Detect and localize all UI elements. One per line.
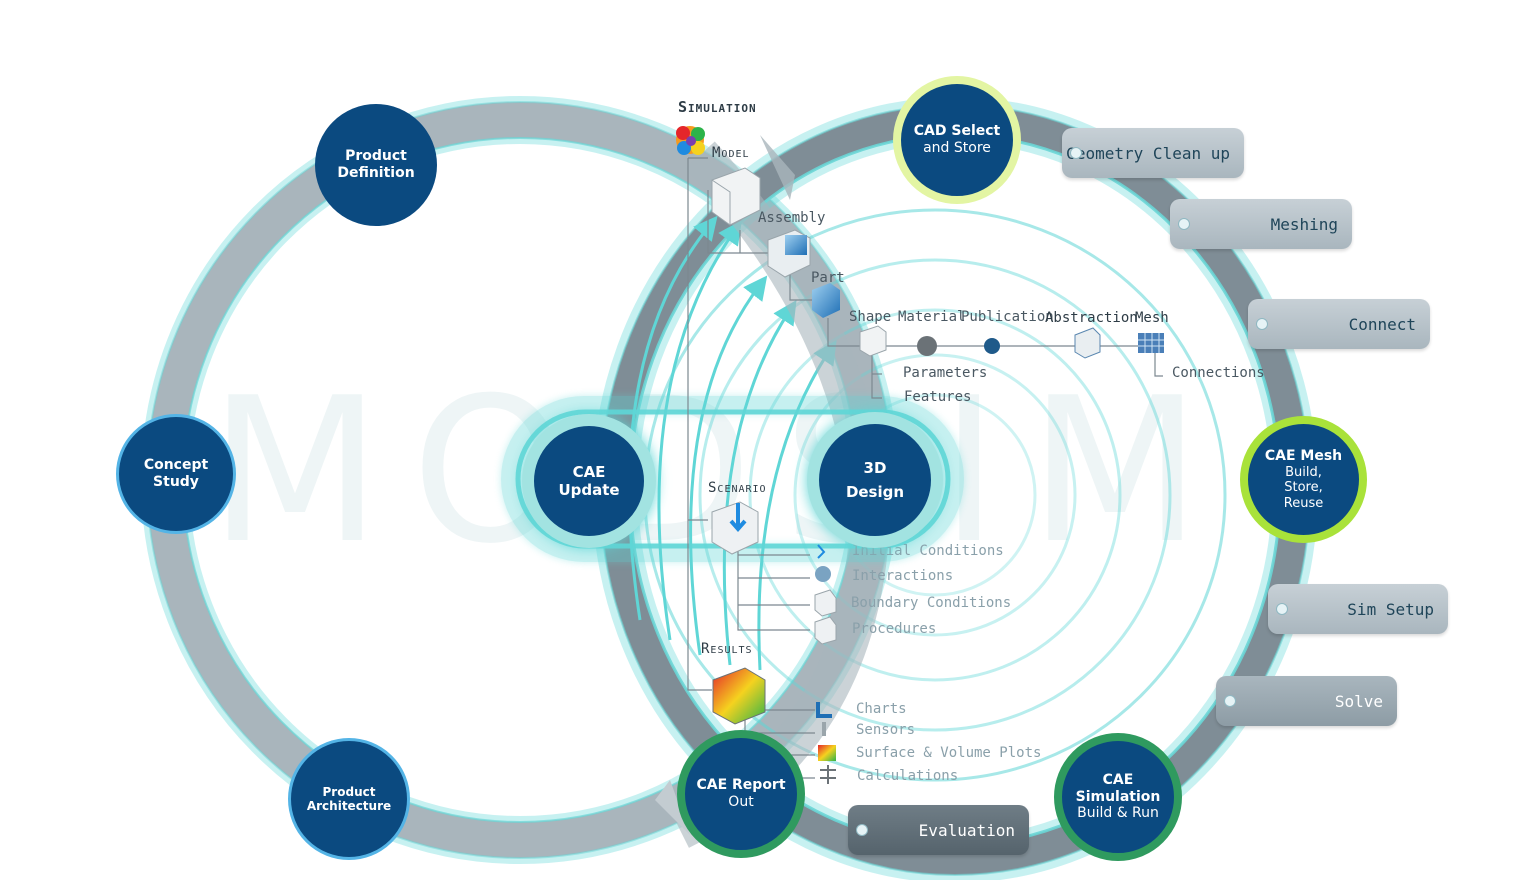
part-label: Part <box>811 270 845 286</box>
results-sub-icons <box>816 702 836 784</box>
connections-label: Connections <box>1172 365 1265 381</box>
assembly-cube-icon <box>767 229 811 278</box>
tab-dot <box>1070 147 1082 159</box>
tab-dot <box>1178 218 1190 230</box>
material-label: Material <box>898 309 966 325</box>
model-cube-icon <box>711 167 761 226</box>
features-label: Features <box>904 389 972 405</box>
mesh-label: Mesh <box>1135 310 1169 326</box>
calculations-label: Calculations <box>857 768 959 784</box>
simulation-heading: Simulation <box>678 98 757 116</box>
tab-dot <box>1224 695 1236 707</box>
abstraction-icon <box>1074 327 1101 359</box>
boundary-conditions-label: Boundary Conditions <box>851 595 1012 611</box>
tab-dot <box>856 824 868 836</box>
sensors-label: Sensors <box>856 722 916 738</box>
tab-meshing[interactable]: Meshing <box>1170 199 1352 249</box>
publication-label: Publication <box>961 309 1054 325</box>
interactions-label: Interactions <box>852 568 954 584</box>
part-icon <box>812 283 840 318</box>
charts-label: Charts <box>856 701 907 717</box>
abstraction-label: Abstraction <box>1045 310 1138 326</box>
tab-solve[interactable]: Solve <box>1216 676 1397 726</box>
tab-dot <box>1276 603 1288 615</box>
parameters-label: Parameters <box>903 365 988 381</box>
scenario-heading: Scenario <box>708 480 767 496</box>
shape-icon <box>859 325 887 357</box>
tab-dot <box>1256 318 1268 330</box>
sim-flower-icon <box>676 126 705 155</box>
results-heading: Results <box>701 641 753 657</box>
procedures-label: Procedures <box>852 621 937 637</box>
tab-connect[interactable]: Connect <box>1248 299 1430 349</box>
initial-conditions-label: Initial Conditions <box>852 543 1004 559</box>
model-label: Model <box>712 145 750 161</box>
tab-geometry-clean-up[interactable]: Geometry Clean up <box>1062 128 1244 178</box>
mesh-icon <box>1138 333 1164 353</box>
surface-volume-plots-label: Surface & Volume Plots <box>856 745 1042 761</box>
tab-sim-setup[interactable]: Sim Setup <box>1268 584 1448 634</box>
scenario-sub-icons <box>814 544 837 645</box>
shape-label: Shape <box>849 309 892 325</box>
publication-icon <box>984 338 1000 354</box>
assembly-label: Assembly <box>758 210 826 226</box>
material-icon <box>917 336 937 356</box>
results-icon <box>712 667 766 725</box>
tab-evaluation[interactable]: Evaluation <box>848 805 1029 855</box>
scenario-icon <box>711 501 759 555</box>
